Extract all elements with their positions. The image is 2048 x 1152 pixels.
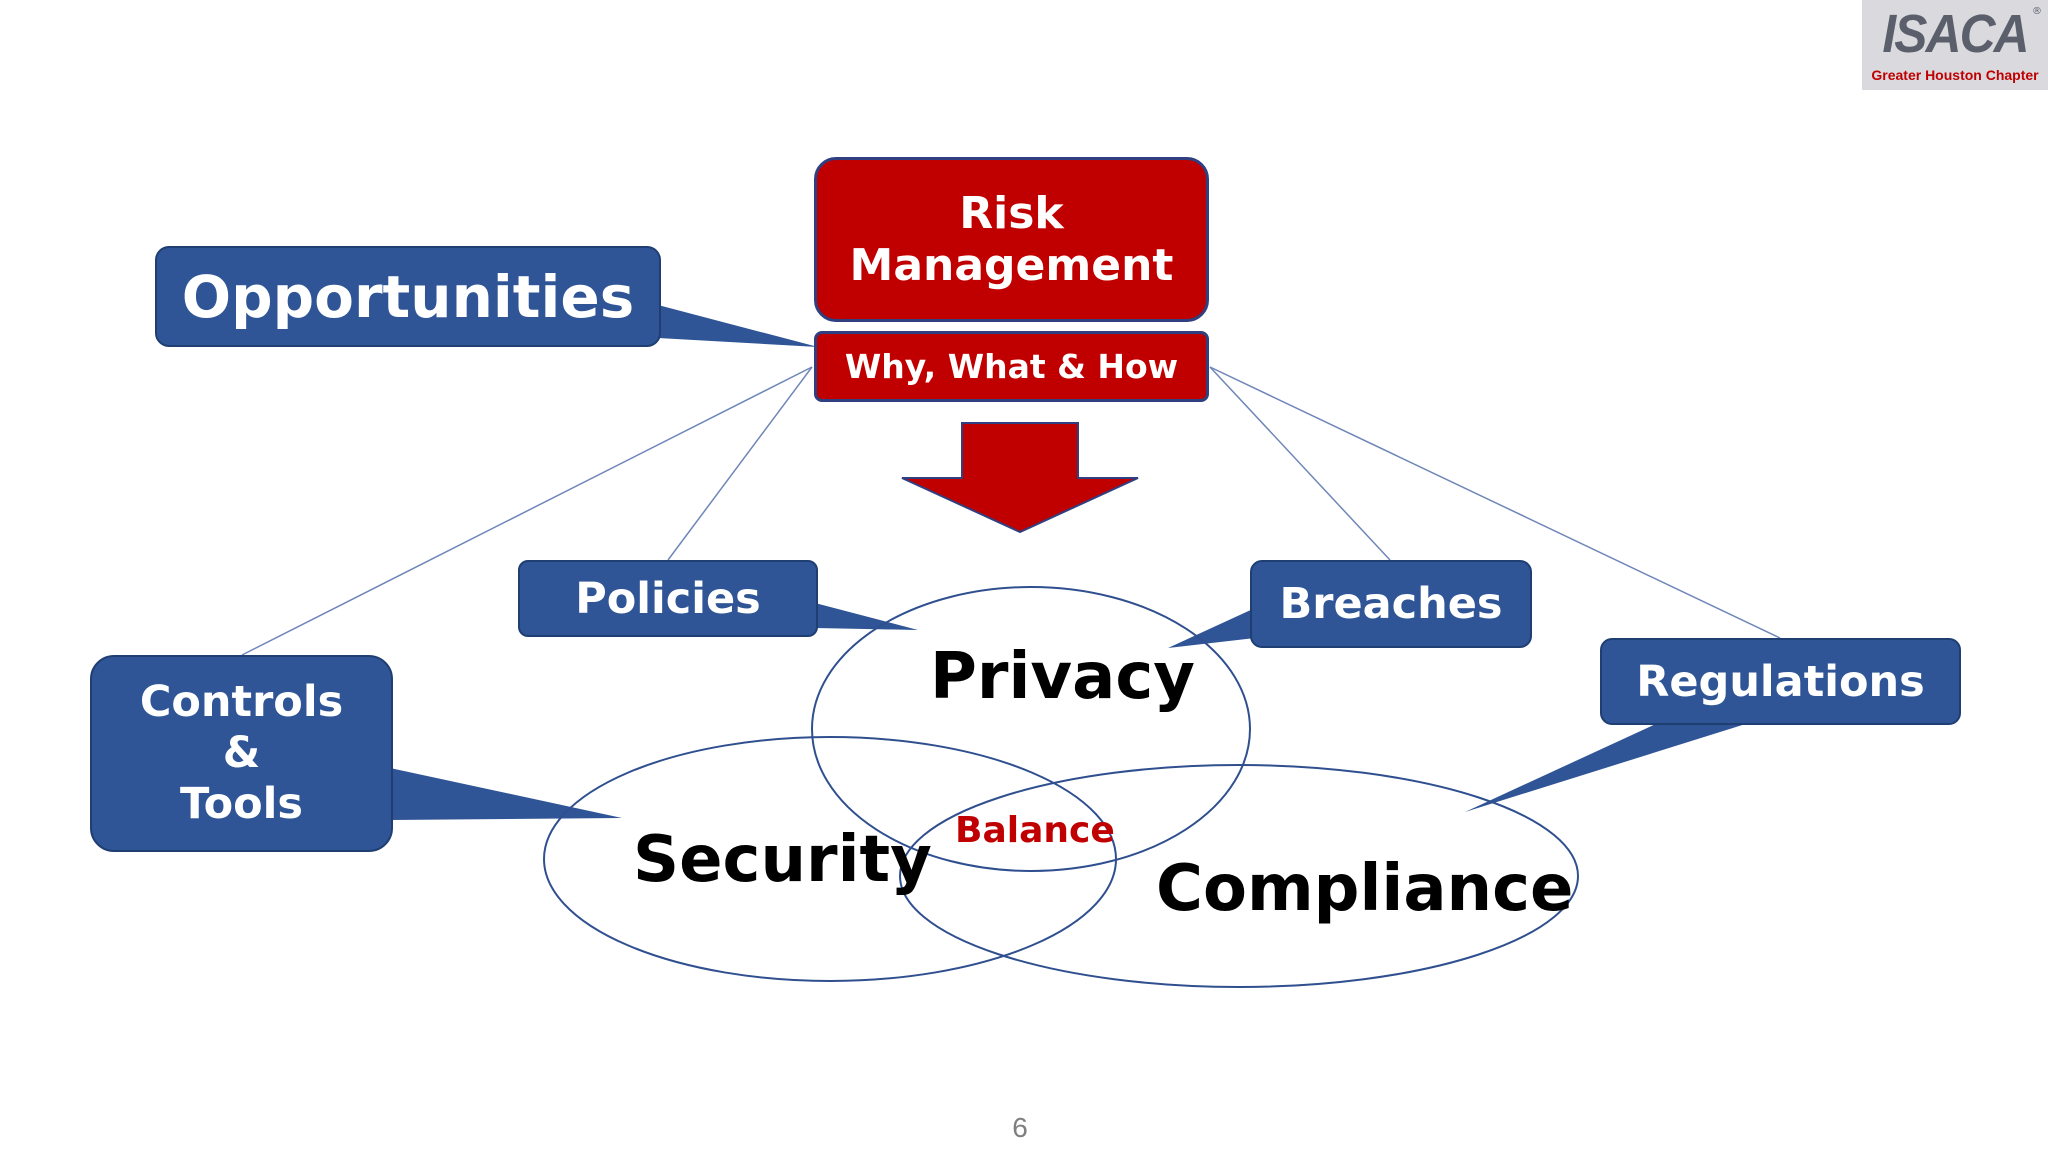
- why-what-how-label: Why, What & How: [844, 347, 1179, 386]
- opportunities-callout-tail: [658, 305, 818, 347]
- regulations-label: Regulations: [1636, 656, 1925, 707]
- chapter-name: Greater Houston Chapter: [1871, 67, 2039, 83]
- breaches-callout: Breaches: [1250, 560, 1532, 648]
- security-label: Security: [633, 823, 932, 897]
- breaches-callout-tail: [1168, 608, 1255, 648]
- down-arrow-icon: [901, 422, 1139, 534]
- policies-callout: Policies: [518, 560, 818, 637]
- registered-mark: ®: [2032, 6, 2042, 17]
- breaches-label: Breaches: [1279, 579, 1503, 629]
- risk-management-line2: Management: [849, 239, 1174, 291]
- privacy-ellipse: [811, 586, 1251, 872]
- compliance-label: Compliance: [1156, 852, 1574, 926]
- opportunities-label: Opportunities: [181, 262, 635, 331]
- compliance-ellipse: [899, 764, 1579, 988]
- controls-tools-line3: Tools: [179, 778, 304, 829]
- why-what-how-box: Why, What & How: [814, 331, 1209, 402]
- controls-tools-line1: Controls: [139, 677, 344, 728]
- regulations-callout-tail: [1465, 722, 1752, 812]
- privacy-label: Privacy: [930, 640, 1195, 714]
- balance-label: Balance: [955, 810, 1115, 851]
- policies-label: Policies: [575, 573, 761, 624]
- connector-line-breaches: [1209, 366, 1391, 561]
- risk-management-box: Risk Management: [814, 157, 1209, 322]
- isaca-logo: ® ISACA Greater Houston Chapter: [1862, 0, 2048, 90]
- controls-tools-line2: &: [222, 728, 261, 779]
- policies-callout-tail: [815, 603, 918, 630]
- page-number: 6: [1012, 1112, 1028, 1143]
- risk-management-line1: Risk: [959, 187, 1064, 239]
- opportunities-callout: Opportunities: [155, 246, 661, 347]
- connector-line-regulations: [1209, 366, 1781, 639]
- isaca-wordmark: ISACA: [1882, 4, 2029, 64]
- controls-callout-tail: [390, 768, 622, 820]
- security-ellipse: [543, 736, 1117, 982]
- controls-tools-callout: Controls & Tools: [90, 655, 393, 852]
- connector-line-controls: [241, 366, 813, 656]
- regulations-callout: Regulations: [1600, 638, 1961, 725]
- connector-line-policies: [667, 366, 813, 561]
